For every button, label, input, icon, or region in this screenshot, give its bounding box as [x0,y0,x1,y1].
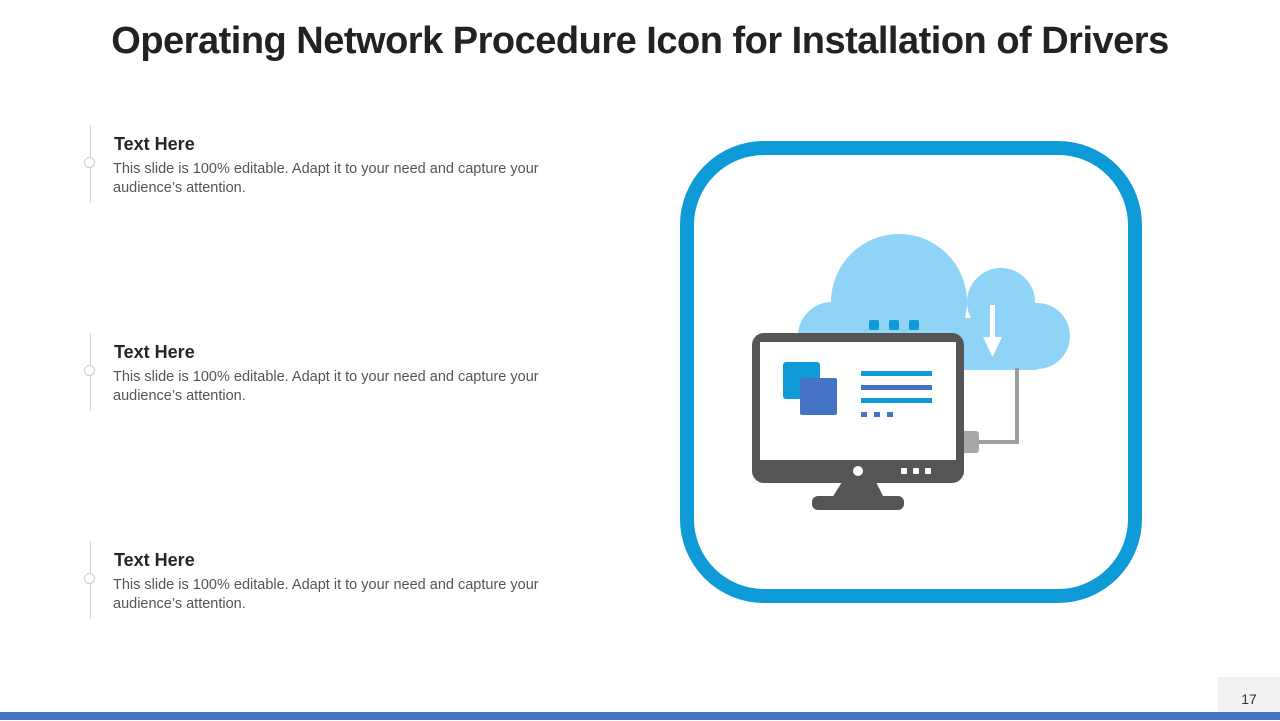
item-heading: Text Here [114,134,195,154]
monitor-icon [752,333,964,510]
download-arrow-icon [983,305,1002,357]
item-heading: Text Here [114,342,195,362]
bottom-accent-bar [0,712,1280,720]
item-body: This slide is 100% editable. Adapt it to… [113,161,539,196]
page-number: 17 [1218,677,1280,713]
item-body: This slide is 100% editable. Adapt it to… [113,369,539,404]
text-item-3: Text Here This slide is 100% editable. A… [84,541,604,621]
item-body: This slide is 100% editable. Adapt it to… [113,577,539,612]
screen-text-lines-icon [861,371,932,417]
timeline-dot [84,573,95,584]
text-item-2: Text Here This slide is 100% editable. A… [84,333,604,413]
text-item-1: Text Here This slide is 100% editable. A… [84,125,604,205]
usb-plug-icon [961,431,979,453]
slide-title: Operating Network Procedure Icon for Ins… [111,20,1169,62]
cable-icon [978,368,1019,444]
status-dots-icon [869,320,919,330]
item-heading: Text Here [114,550,195,570]
app-window-icon [783,362,837,415]
timeline-dot [84,365,95,376]
timeline-dot [84,157,95,168]
